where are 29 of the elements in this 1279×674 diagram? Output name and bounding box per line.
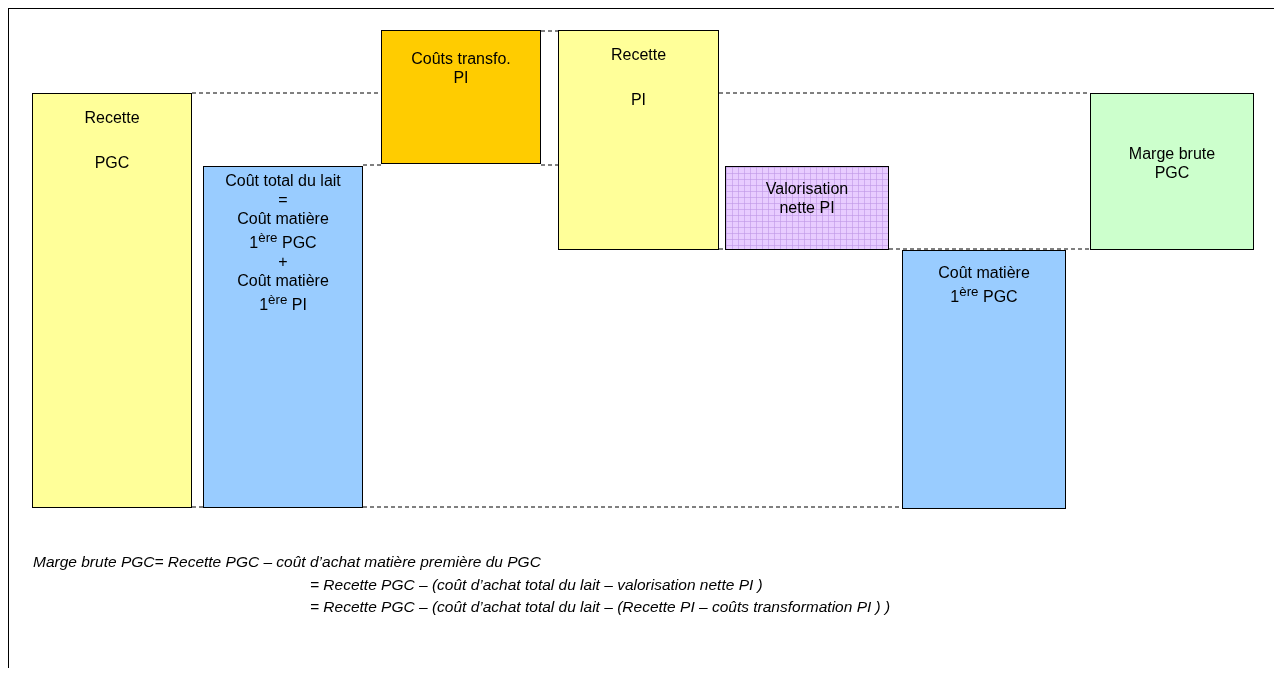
formula-text: = Recette PGC – (coût d’achat total du lait – valorisation nette PI ) <box>310 576 763 594</box>
bar-label: Recette <box>84 108 140 127</box>
bar-label: PGC <box>94 153 130 172</box>
bar <box>902 250 1066 509</box>
formula-text: = Recette PGC – (coût d’achat total du lait – (Recette PI – coûts transformation PI ) ) <box>310 598 891 616</box>
dashed-guide-line <box>362 164 382 166</box>
bar <box>203 166 363 508</box>
bar <box>1090 93 1254 250</box>
dashed-guide-line <box>718 248 726 250</box>
bar-label: PI <box>630 90 647 109</box>
bar <box>725 166 889 250</box>
bar-label: + <box>278 252 288 272</box>
bar-label: Coût matière 1$^{ère}$ PI <box>236 271 330 315</box>
bar <box>381 30 541 164</box>
bar-label: = <box>278 190 288 209</box>
dashed-guide-line <box>540 30 559 32</box>
bar-label: Coût total du lait <box>225 171 341 190</box>
bar-label: Valorisation nette PI <box>764 179 850 217</box>
dashed-guide-line <box>191 506 204 508</box>
bar-label: Coût matière 1$^{ère}$ PGC <box>236 209 330 253</box>
dashed-guide-line <box>888 248 1091 250</box>
formula-text: Marge brute PGC= Recette PGC – coût d’achat matière première du PGC <box>33 553 541 571</box>
bar <box>558 30 719 250</box>
bar-label: Marge brute PGC <box>1127 144 1217 182</box>
bar <box>32 93 192 508</box>
bar-label: Recette <box>610 45 667 64</box>
bar-label: Coût matière 1$^{ère}$ PGC <box>937 263 1031 307</box>
bar-label: Coûts transfo. PI <box>410 49 512 87</box>
dashed-guide-line <box>540 164 559 166</box>
